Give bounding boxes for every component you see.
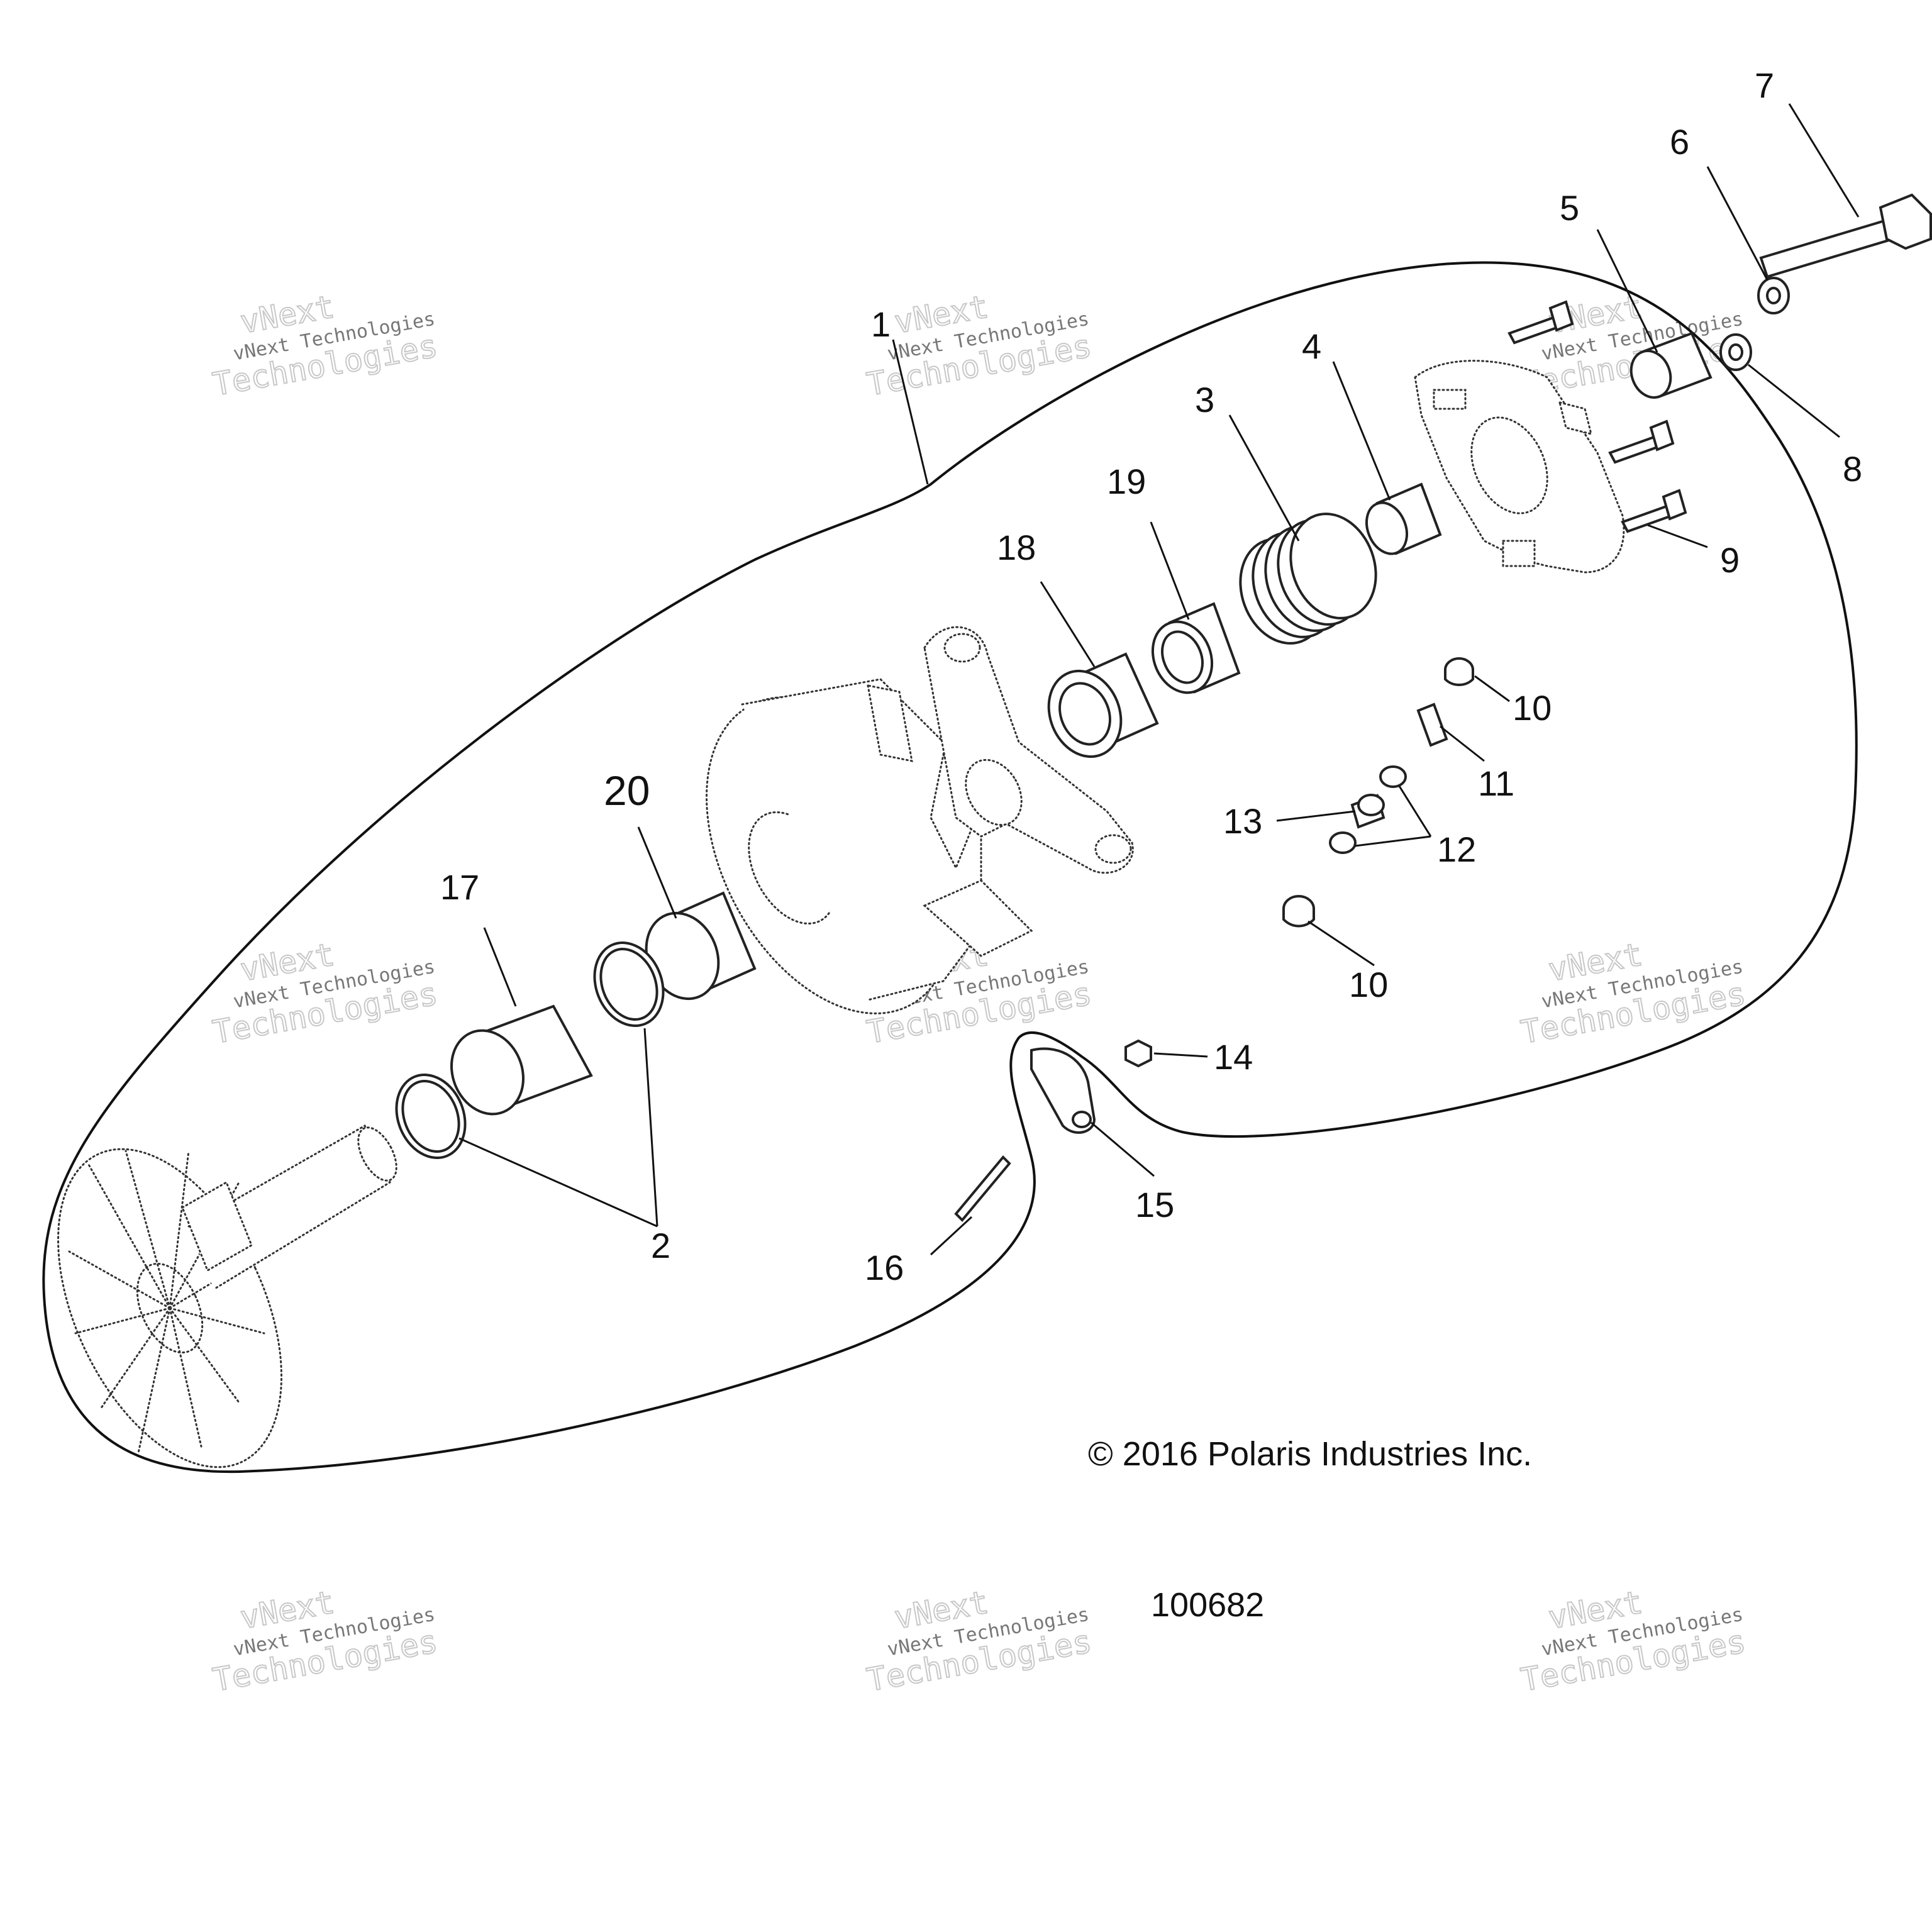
callout-14: 14 — [1214, 1037, 1253, 1077]
callout-10-upper: 10 — [1513, 688, 1552, 728]
watermark: vNext vNext Technologies Technologies — [209, 1583, 441, 1699]
bushing-20 — [645, 891, 757, 1001]
button-10-upper — [1444, 657, 1474, 686]
watermark: vNext vNext Technologies Technologies — [209, 935, 441, 1051]
callout-7: 7 — [1755, 65, 1774, 105]
callout-13: 13 — [1223, 801, 1262, 841]
bushing-19 — [1151, 602, 1241, 694]
callout-12: 12 — [1437, 830, 1476, 869]
seal-ring-lower — [395, 1074, 467, 1159]
cover-bolt-upper — [1507, 300, 1574, 345]
callout-18: 18 — [997, 528, 1036, 567]
callout-11: 11 — [1478, 763, 1514, 803]
seal-ring-upper — [593, 941, 665, 1027]
fixed-sheave — [57, 1124, 397, 1468]
nut-14 — [1124, 1039, 1152, 1068]
callout-15: 15 — [1135, 1185, 1174, 1224]
callout-9: 9 — [1720, 540, 1740, 580]
callout-2: 2 — [651, 1226, 670, 1265]
callout-5: 5 — [1560, 188, 1579, 228]
callout-3: 3 — [1195, 380, 1214, 419]
callout-10-lower: 10 — [1349, 965, 1388, 1004]
spring — [1239, 513, 1377, 645]
washer-12-lower — [1329, 831, 1357, 854]
bushing-18 — [1047, 652, 1159, 758]
callout-6: 6 — [1670, 122, 1689, 162]
callout-4: 4 — [1302, 326, 1321, 366]
pin-11 — [1416, 702, 1448, 747]
watermark: vNext vNext Technologies Technologies — [209, 287, 441, 403]
washer-6 — [1757, 277, 1790, 314]
watermark: vNext vNext Technologies Technologies — [863, 1583, 1095, 1699]
weight-15 — [1030, 1047, 1096, 1134]
cover-bolt-middle — [1608, 419, 1675, 464]
watermark: vNext vNext Technologies Technologies — [1518, 1583, 1749, 1699]
assembly-outline — [42, 261, 1858, 1474]
callout-1: 1 — [871, 304, 891, 344]
callout-8: 8 — [1843, 449, 1862, 489]
bushing-5 — [1629, 331, 1713, 399]
bolt-7 — [1759, 193, 1932, 279]
callout-20: 20 — [604, 767, 650, 814]
moveable-sheave — [706, 626, 1134, 1014]
washer-8 — [1719, 333, 1752, 371]
copyright-text: © 2016 Polaris Industries Inc. — [1088, 1435, 1532, 1473]
roller-13 — [1350, 794, 1385, 829]
bushing-4 — [1365, 482, 1442, 555]
button-10-lower — [1282, 895, 1315, 928]
pin-16 — [954, 1155, 1011, 1222]
watermark: vNext vNext Technologies Technologies — [863, 287, 1095, 403]
cover — [1414, 360, 1625, 574]
callout-16: 16 — [865, 1248, 904, 1287]
callouts: 1 2 3 4 5 6 7 8 9 10 10 11 12 13 14 15 1… — [440, 65, 1862, 1287]
watermark: vNext vNext Technologies Technologies — [1518, 935, 1749, 1051]
leader-lines — [458, 103, 1860, 1256]
cover-bolt-9 — [1621, 489, 1687, 533]
callout-17: 17 — [440, 867, 479, 907]
bushing-17 — [450, 1004, 593, 1116]
washer-12-upper — [1379, 765, 1407, 788]
callout-19: 19 — [1107, 462, 1146, 501]
figure-number: 100682 — [1151, 1586, 1264, 1624]
